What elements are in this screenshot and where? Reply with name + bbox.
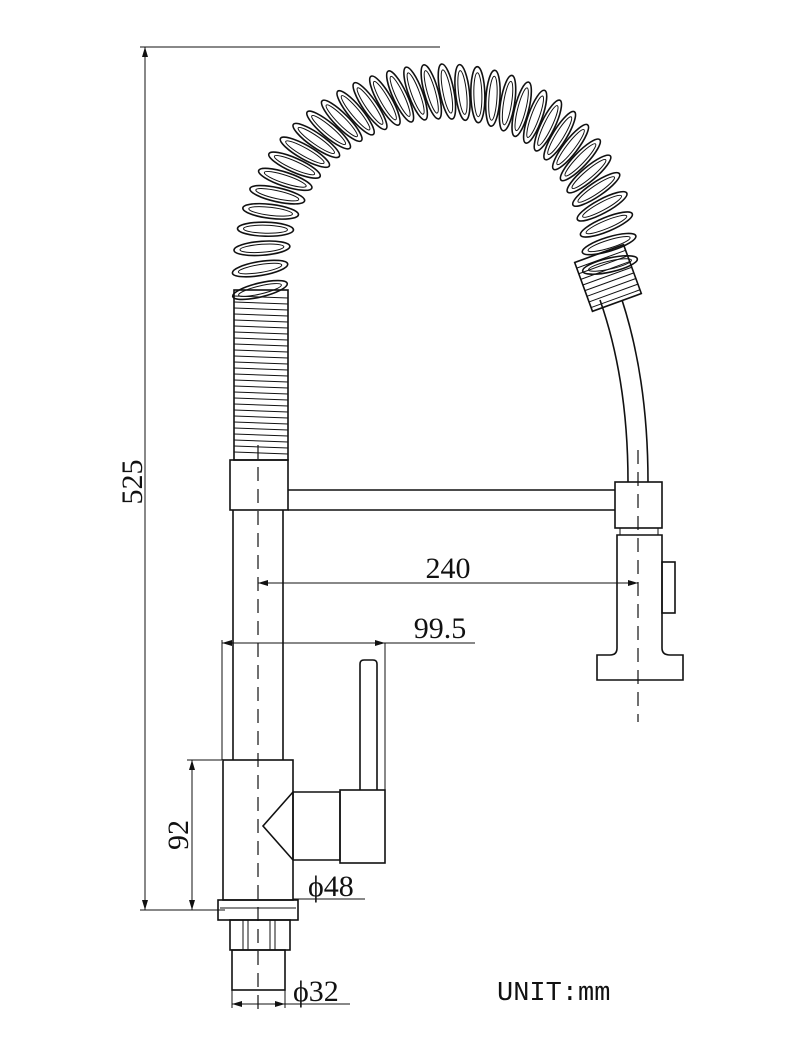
coil-turn (292, 122, 341, 159)
handle-cartridge (261, 791, 341, 861)
coil-turn (470, 65, 486, 124)
coil-turn (566, 154, 612, 194)
dimension-48: ϕ48 (293, 870, 365, 903)
faucet-body (217, 445, 684, 1015)
coil-turn (420, 64, 443, 120)
spray-button (661, 561, 676, 614)
coil-turn (403, 66, 429, 121)
dimension-99-5: 99.5 (221, 612, 475, 790)
coil-turn (336, 89, 375, 136)
hose (599, 299, 649, 483)
coil-turn (571, 171, 621, 208)
shank (231, 949, 286, 991)
coil-turn (385, 70, 415, 123)
coil-turn (279, 136, 331, 169)
dim-body-height: 92 (162, 820, 195, 850)
coil-turn (581, 232, 637, 256)
dim-spout-reach: 240 (426, 552, 471, 585)
dimension-32: ϕ32 (231, 975, 350, 1008)
spring-coil (231, 63, 639, 301)
coil-turn (454, 63, 471, 122)
spring-sleeve-left (233, 289, 289, 461)
coil-turn (368, 75, 401, 126)
dim-body-diameter: ϕ48 (308, 870, 354, 903)
spray-head (596, 534, 684, 681)
coil-turn (236, 221, 295, 238)
dimension-525: 525 (116, 46, 440, 911)
mounting-nut (229, 919, 291, 951)
coil-turn (559, 138, 602, 182)
collar (229, 459, 289, 511)
coil-turn (543, 110, 577, 161)
handle-base (339, 789, 386, 864)
dim-handle-offset: 99.5 (414, 612, 467, 645)
coil-turn (320, 99, 363, 143)
coil-turn (576, 190, 628, 222)
dimension-240: 240 (258, 552, 638, 586)
coil-turn (267, 151, 322, 179)
coil-turn (498, 74, 517, 132)
coil-turn (511, 81, 533, 138)
coil-turn (257, 167, 313, 192)
coil-turn (522, 89, 548, 144)
coil-turn (352, 81, 388, 131)
coil-turn (484, 69, 501, 127)
unit-label: UNIT:mm (497, 979, 610, 1009)
handle-lever (359, 659, 378, 790)
coil-turn (231, 259, 289, 278)
coil-turn (551, 123, 590, 171)
dimension-92: 92 (162, 759, 222, 910)
spring-sleeve-right (573, 243, 643, 313)
coil-turn (305, 110, 352, 150)
dim-total-height: 525 (116, 460, 149, 505)
dim-shank-diameter: ϕ32 (293, 975, 339, 1008)
coil-turn (437, 63, 457, 120)
coil-turn (533, 99, 563, 152)
coil-turn (233, 240, 291, 257)
coil-turn (579, 211, 634, 238)
coil-turn (249, 184, 306, 205)
coil-turn (242, 202, 300, 220)
